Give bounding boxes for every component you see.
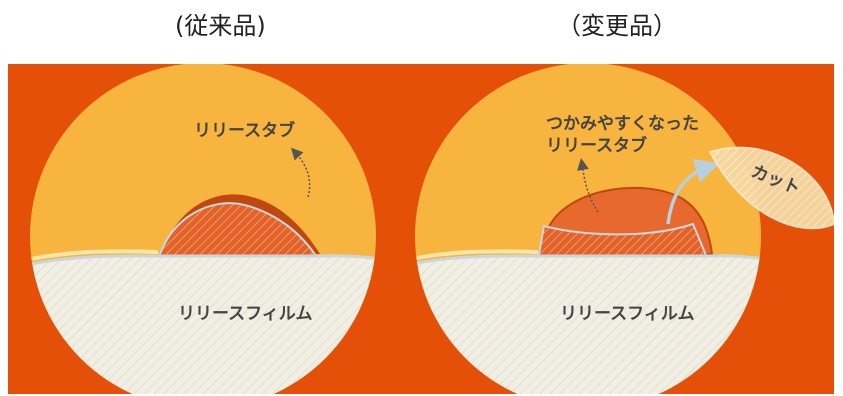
left-film-label: リリースフィルム bbox=[178, 304, 312, 324]
comparison-diagram: リリースタブ リリースフィルム カット つかみやすくなった リリースタブ リリー… bbox=[8, 64, 834, 394]
left-tab-label: リリースタブ bbox=[194, 120, 295, 141]
right-release-tab-hatched bbox=[536, 222, 710, 261]
cut-arrow bbox=[666, 159, 720, 225]
left-dashed-arrow bbox=[290, 147, 311, 198]
left-release-tab-hatched bbox=[156, 202, 318, 262]
right-film-label: リリースフィルム bbox=[560, 304, 694, 324]
left-film-yellow-edge bbox=[30, 249, 159, 266]
right-film-yellow-edge bbox=[415, 249, 539, 266]
caption-conventional: (従来品) bbox=[175, 12, 266, 40]
left-film-edge bbox=[30, 254, 376, 271]
right-panel: カット つかみやすくなった リリースタブ リリースフィルム bbox=[415, 64, 834, 394]
right-film-edge bbox=[415, 254, 761, 271]
right-tab-label-line2: リリースタブ bbox=[546, 135, 647, 156]
right-tab-label-line1: つかみやすくなった bbox=[546, 114, 699, 134]
cut-piece bbox=[708, 146, 834, 230]
right-dashed-arrow bbox=[577, 158, 599, 213]
caption-changed: （変更品） bbox=[557, 12, 677, 40]
